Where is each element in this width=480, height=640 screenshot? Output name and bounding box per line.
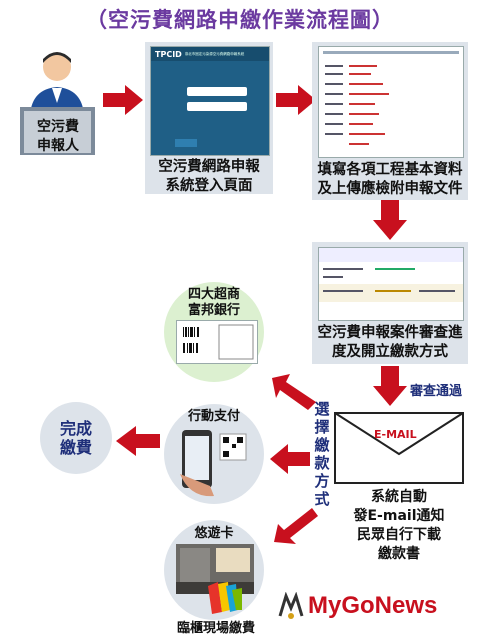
- arrow-to-easycard: [274, 506, 320, 550]
- mobile-label: 行動支付: [187, 409, 240, 424]
- status-screenshot: [318, 247, 464, 321]
- arrow-to-mobile: [270, 444, 310, 478]
- flow-arrow-down-2: [373, 366, 407, 410]
- tpcid-logo: TPCID: [155, 49, 182, 59]
- step3-caption: 空污費申報案件審查進 度及開立繳款方式: [317, 325, 463, 360]
- easycard-caption: 臨櫃現場繳費: [176, 621, 255, 636]
- person-at-laptop-icon: [20, 52, 95, 155]
- mygonews-logo: MyGoNews: [278, 592, 437, 620]
- done-label: 完成 繳費: [59, 419, 92, 457]
- payment-slip-image: [176, 320, 258, 364]
- brand-text: MyGoNews: [308, 592, 438, 619]
- mygonews-mark-icon: [278, 592, 304, 619]
- status-table: [319, 248, 463, 302]
- email-caption: 系統自動 發E-mail通知 民眾自行下載 繳款書: [353, 489, 445, 562]
- login-screenshot: TPCID 臺北市固定污染源空污費網路申報系統: [150, 46, 270, 156]
- choose-method-label: 選擇繳款方式: [314, 400, 330, 508]
- form-lines: [323, 51, 459, 145]
- arrow-to-store: [272, 372, 318, 416]
- review-passed-label: 審查通過: [410, 384, 463, 399]
- arrow-to-done: [116, 426, 160, 460]
- store-label: 四大超商 富邦銀行: [187, 287, 240, 318]
- form-screenshot: [318, 46, 464, 158]
- step1-caption: 空污費網路申報 系統登入頁面: [158, 159, 260, 194]
- email-envelope-icon: E-MAIL: [334, 412, 464, 484]
- flow-arrow-1: [103, 85, 143, 119]
- done-circle: [40, 402, 112, 474]
- flow-arrow-2: [276, 85, 316, 119]
- flow-arrow-down-1: [373, 200, 407, 244]
- easycard-logo-icon: [204, 580, 244, 620]
- smartphone-icon: [180, 428, 250, 502]
- mobile-circle: [164, 404, 264, 504]
- reporter-figure: [20, 45, 95, 155]
- page-title: （空污費網路申繳作業流程圖）: [86, 8, 394, 32]
- email-envelope-text: E-MAIL: [374, 428, 417, 441]
- step2-caption: 填寫各項工程基本資料 及上傳應檢附申報文件: [317, 162, 463, 197]
- login-header: 臺北市固定污染源空污費網路申報系統: [184, 51, 245, 56]
- easycard-label: 悠遊卡: [194, 526, 234, 541]
- reporter-label: 空污費 申報人: [37, 119, 79, 154]
